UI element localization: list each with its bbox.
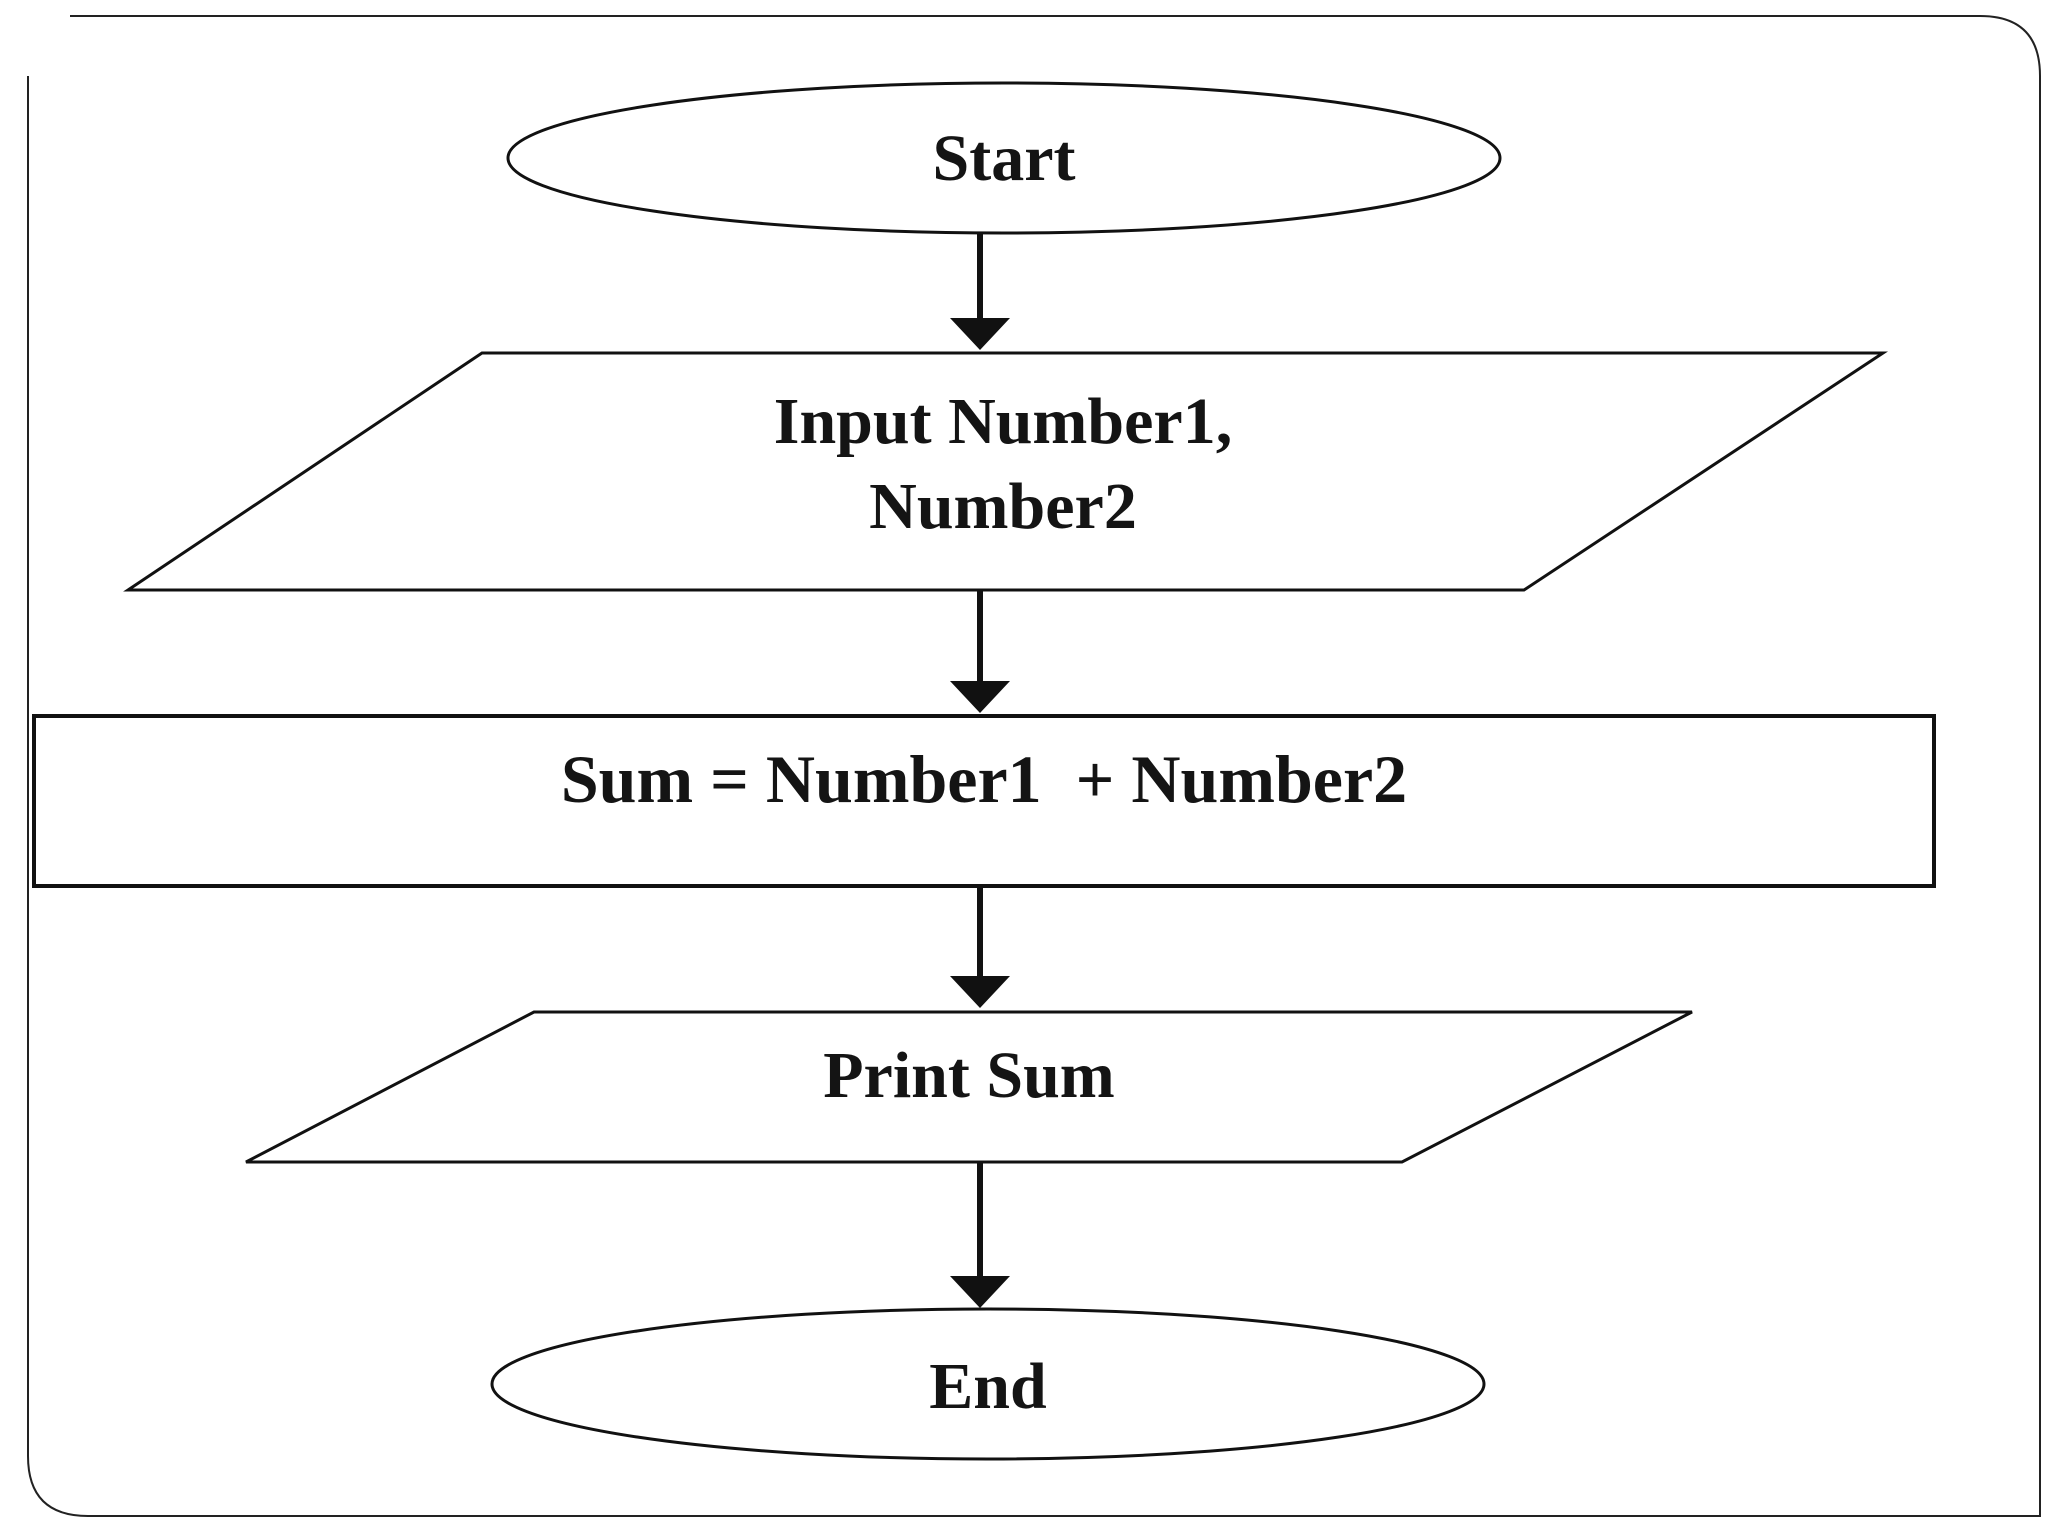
start-terminator: Start xyxy=(506,81,1502,235)
input-label-line-2: Number2 xyxy=(869,470,1137,543)
connector-output-to-end xyxy=(950,1162,1010,1308)
slide-frame xyxy=(27,15,2041,1517)
end-label: End xyxy=(929,1350,1046,1423)
input-label-line-1: Input Number1, xyxy=(774,385,1232,458)
connector-process-to-output xyxy=(950,886,1010,1008)
process-label: Sum = Number1 + Number2 xyxy=(561,741,1407,817)
input-parallelogram: Input Number1, Number2 xyxy=(123,351,1888,592)
end-terminator: End xyxy=(490,1307,1486,1461)
start-label: Start xyxy=(933,122,1076,195)
output-label: Print Sum xyxy=(823,1039,1115,1112)
output-parallelogram: Print Sum xyxy=(245,1010,1693,1164)
connector-start-to-input xyxy=(950,230,1010,350)
process-rectangle: Sum = Number1 + Number2 xyxy=(32,714,1936,888)
connector-input-to-process xyxy=(950,590,1010,713)
